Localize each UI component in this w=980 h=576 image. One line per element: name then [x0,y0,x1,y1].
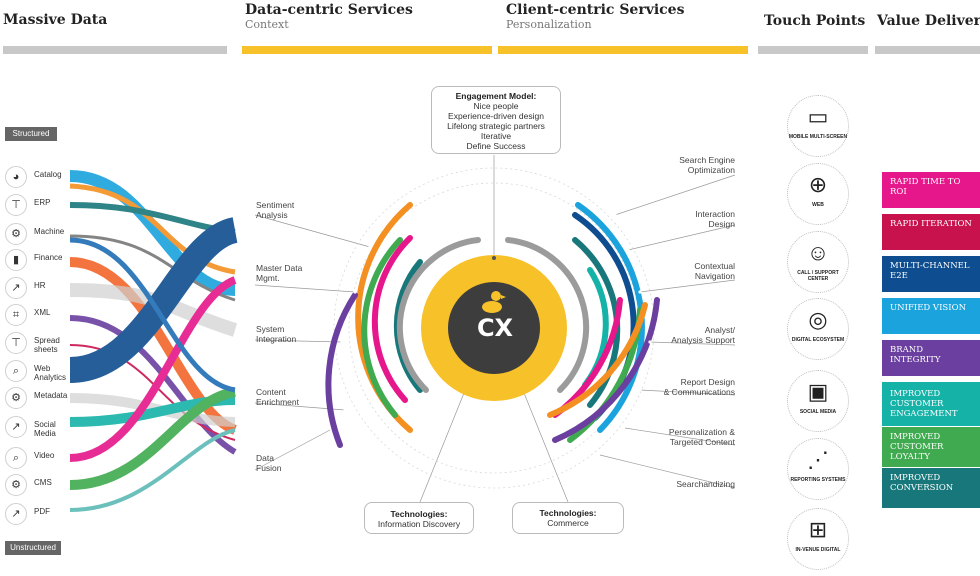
value-multi-channel: MULTI-CHANNEL E2E [882,256,980,292]
sitemap-icon: ⊤ [5,194,27,216]
technologies-commerce-box: Technologies: Commerce [512,502,624,534]
line-chart-icon: ↗ [5,416,27,438]
touch-point-reporting: ⋰REPORTING SYSTEMS [787,438,849,500]
client-centric-bar [498,46,748,54]
engagement-model-box: Engagement Model: Nice people Experience… [431,86,561,154]
data-centric-bar [242,46,492,54]
touch-point-social-media: ▣SOCIAL MEDIA [787,370,849,432]
service-personalization: Personalization &Targeted Content [668,427,735,447]
value-improved-conversion: IMPROVED CONVERSION [882,468,980,508]
technologies-info-discovery-box: Technologies: Information Discovery [364,502,474,534]
massive-data-bar [3,46,227,54]
globe-icon: ⊕ [808,172,828,197]
massive-data-title: Massive Data [3,12,108,28]
cx-label: CX [476,314,514,342]
value-rapid-roi: RAPID TIME TO ROI [882,172,980,208]
data-centric-title: Data-centric Services [245,2,413,18]
value-delivered-title: Value Delivered [877,13,980,29]
magnifier-icon: ⌕ [5,447,27,469]
engagement-title: Engagement Model: [455,91,537,101]
devices-icon: ▭ [807,104,829,129]
presentation-screen-icon: ⊞ [808,517,828,542]
service-report-design: Report Design& Communications [663,377,735,397]
touch-point-in-venue: ⊞IN-VENUE DIGITAL [787,508,849,570]
client-centric-title: Client-centric Services [506,2,685,18]
touch-point-call-center: ☺CALL / SUPPORT CENTER [787,231,849,293]
network-globe-icon: ◎ [808,307,828,332]
magnifier-icon: ⌕ [5,360,27,382]
value-unified-vision: UNIFIED VISION [882,298,980,334]
client-centric-subtitle: Personalization [506,18,592,31]
data-centric-subtitle: Context [245,18,289,31]
sitemap-icon: ⊤ [5,332,27,354]
code-document-icon: ⌗ [5,304,27,326]
value-customer-loyalty: IMPROVED CUSTOMER LOYALTY [882,427,980,467]
line-chart-icon: ↗ [5,503,27,525]
gear-document-icon: ⚙ [5,474,27,496]
structured-tag: Structured [5,127,57,141]
headset-person-icon: ☺ [806,240,830,265]
service-searchandizing: Searchandizing [676,479,735,489]
value-brand-integrity: BRAND INTEGRITY [882,340,980,376]
bar-chart-icon: ▮ [5,249,27,271]
line-chart-icon: ↗ [5,277,27,299]
value-delivered-bar [875,46,980,54]
thumbs-up-icon: ▣ [807,379,829,404]
service-analyst-support: Analyst/Analysis Support [671,325,735,345]
pie-chart-icon: ◕ [5,166,27,188]
touch-points-title: Touch Points [764,13,866,29]
unstructured-tag: Unstructured [5,541,61,555]
scatter-chart-icon: ⋰ [807,447,829,472]
touch-point-digital-ecosystem: ◎DIGITAL ECOSYSTEM [787,298,849,360]
touch-point-web: ⊕WEB [787,163,849,225]
touch-point-mobile: ▭MOBILE MULTI-SCREEN [787,95,849,157]
value-rapid-iteration: RAPID ITERATION [882,214,980,250]
gear-document-icon: ⚙ [5,387,27,409]
value-customer-engagement: IMPROVED CUSTOMER ENGAGEMENT [882,382,980,426]
gear-document-icon: ⚙ [5,223,27,245]
touch-points-bar [758,46,868,54]
